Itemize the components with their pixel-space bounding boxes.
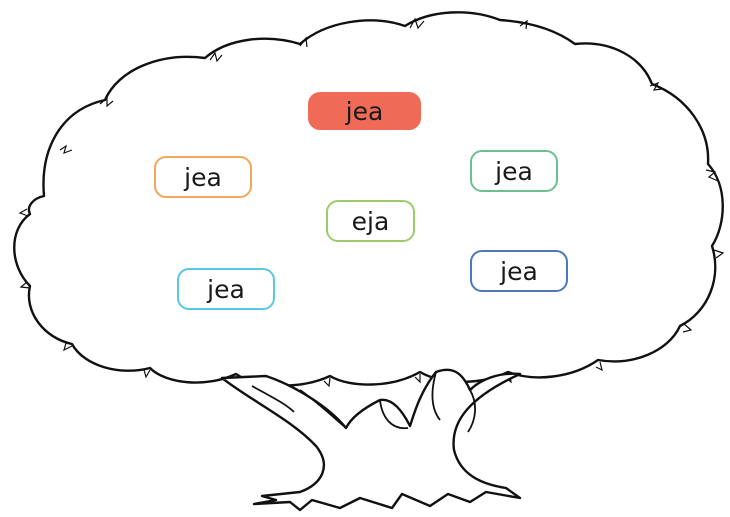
word-box-1[interactable]: jea [308, 92, 421, 130]
word-box-6-label: jea [500, 256, 538, 286]
trunk-detail [251, 371, 476, 433]
word-box-5[interactable]: jea [177, 268, 275, 310]
tree-trunk [220, 368, 522, 512]
word-box-4-label: eja [351, 206, 390, 236]
word-box-5-label: jea [207, 274, 245, 304]
word-box-6[interactable]: jea [470, 250, 568, 292]
word-box-3-label: jea [495, 156, 533, 186]
word-box-2-label: jea [184, 162, 222, 192]
word-box-2[interactable]: jea [154, 156, 252, 198]
word-box-3[interactable]: jea [470, 150, 558, 192]
word-box-1-label: jea [345, 96, 384, 126]
tree-canopy [13, 11, 724, 387]
word-box-4[interactable]: eja [326, 200, 415, 242]
